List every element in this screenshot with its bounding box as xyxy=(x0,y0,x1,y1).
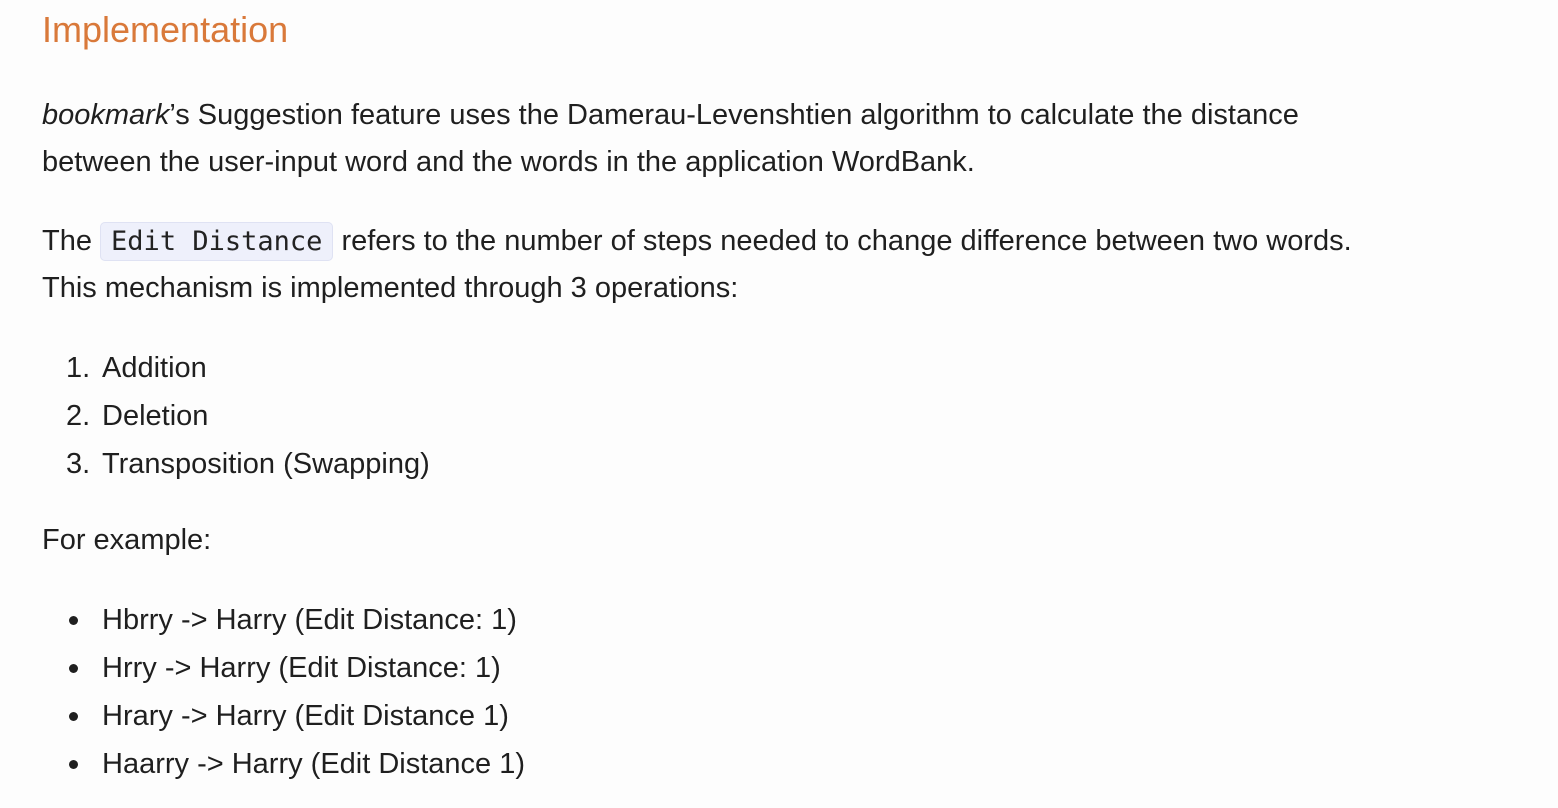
intro-paragraph: bookmark’s Suggestion feature uses the D… xyxy=(42,92,1299,186)
list-item: 2. Deletion xyxy=(66,392,430,440)
section-heading: Implementation xyxy=(42,9,289,50)
example-text: Hrary -> Harry (Edit Distance 1) xyxy=(102,700,509,732)
list-number: 2. xyxy=(66,400,91,432)
intro-line-1: ’s Suggestion feature uses the Damerau-L… xyxy=(169,99,1299,131)
edit-distance-lead: The xyxy=(42,225,92,257)
example-text: Haarry -> Harry (Edit Distance 1) xyxy=(102,748,526,780)
operation-label: Transposition (Swapping) xyxy=(102,448,430,480)
edit-distance-line-2: This mechanism is implemented through 3 … xyxy=(42,272,739,304)
bullet-icon xyxy=(66,644,102,692)
example-text: Hbrry -> Harry (Edit Distance: 1) xyxy=(102,604,517,636)
edit-distance-paragraph: The Edit Distance refers to the number o… xyxy=(42,218,1352,312)
list-item: 3. Transposition (Swapping) xyxy=(66,440,430,488)
example-text: Hrry -> Harry (Edit Distance: 1) xyxy=(102,652,501,684)
operation-label: Addition xyxy=(102,352,207,384)
bullet-icon xyxy=(66,740,102,788)
bullet-icon xyxy=(66,596,102,644)
list-number: 3. xyxy=(66,448,91,480)
edit-distance-code: Edit Distance xyxy=(100,222,334,261)
examples-list: Hbrry -> Harry (Edit Distance: 1) Hrry -… xyxy=(66,596,525,788)
operations-list: 1. Addition 2. Deletion 3. Transposition… xyxy=(66,344,430,488)
bullet-icon xyxy=(66,692,102,740)
intro-line-2: between the user-input word and the word… xyxy=(42,146,975,178)
app-name-emphasis: bookmark xyxy=(42,99,170,131)
operation-label: Deletion xyxy=(102,400,209,432)
list-item: Hrary -> Harry (Edit Distance 1) xyxy=(66,692,525,740)
example-intro: For example: xyxy=(42,524,212,556)
list-item: 1. Addition xyxy=(66,344,430,392)
edit-distance-line-1: refers to the number of steps needed to … xyxy=(341,225,1352,257)
list-number: 1. xyxy=(66,352,91,384)
list-item: Haarry -> Harry (Edit Distance 1) xyxy=(66,740,525,788)
list-item: Hrry -> Harry (Edit Distance: 1) xyxy=(66,644,525,692)
list-item: Hbrry -> Harry (Edit Distance: 1) xyxy=(66,596,525,644)
